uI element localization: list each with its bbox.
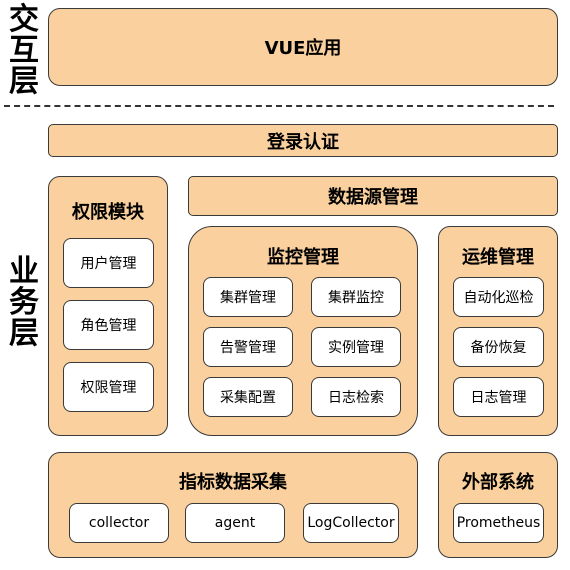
interaction-layer-char: 交	[9, 2, 39, 37]
log-management-box: 日志管理	[453, 377, 544, 417]
backup-restore-box: 备份恢复	[453, 327, 544, 367]
role-management-box: 角色管理	[63, 300, 154, 350]
collector-label: collector	[88, 515, 150, 531]
permission-management-box: 权限管理	[63, 362, 154, 412]
interaction-layer-label: 交 互 层	[6, 4, 42, 97]
monitoring-module-title: 监控管理	[267, 247, 339, 268]
monitoring-module: 监控管理 集群管理 集群监控 告警管理 实例管理 采集配置 日志检索	[188, 226, 418, 436]
instance-management-label: 实例管理	[328, 340, 384, 356]
external-system-title: 外部系统	[462, 472, 534, 493]
metrics-collection-title: 指标数据采集	[179, 472, 287, 493]
interaction-layer-char: 互	[9, 33, 39, 68]
business-layer-char: 层	[9, 316, 39, 351]
log-management-label: 日志管理	[470, 390, 527, 406]
user-management-label: 用户管理	[80, 256, 137, 272]
ops-module-title: 运维管理	[462, 247, 534, 268]
log-search-label: 日志检索	[328, 390, 384, 406]
prometheus-label: Prometheus	[456, 515, 541, 531]
prometheus-box: Prometheus	[453, 503, 544, 543]
collection-config-label: 采集配置	[220, 390, 276, 406]
cluster-management-box: 集群管理	[203, 277, 293, 317]
vue-app-label: VUE应用	[264, 38, 342, 59]
agent-box: agent	[185, 503, 285, 543]
interaction-layer-char: 层	[9, 64, 39, 99]
business-layer-char: 业	[9, 254, 39, 289]
cluster-management-label: 集群管理	[220, 290, 276, 306]
vue-app-box: VUE应用	[48, 8, 558, 86]
role-management-label: 角色管理	[80, 318, 137, 334]
collection-config-box: 采集配置	[203, 377, 293, 417]
user-management-box: 用户管理	[63, 238, 154, 288]
permission-module: 权限模块 用户管理 角色管理 权限管理	[48, 176, 168, 436]
cluster-monitoring-label: 集群监控	[328, 290, 384, 306]
instance-management-box: 实例管理	[311, 327, 401, 367]
datasource-management-label: 数据源管理	[328, 187, 418, 208]
permission-management-label: 权限管理	[80, 380, 137, 396]
auto-inspection-box: 自动化巡检	[453, 277, 544, 317]
log-search-box: 日志检索	[311, 377, 401, 417]
collector-box: collector	[69, 503, 169, 543]
datasource-management-box: 数据源管理	[188, 176, 558, 216]
alert-management-label: 告警管理	[220, 340, 276, 356]
metrics-collection-module: 指标数据采集 collector agent LogCollector	[48, 452, 418, 558]
alert-management-box: 告警管理	[203, 327, 293, 367]
login-auth-label: 登录认证	[267, 131, 339, 153]
agent-label: agent	[214, 515, 256, 531]
logcollector-label: LogCollector	[307, 515, 395, 531]
ops-module: 运维管理 自动化巡检 备份恢复 日志管理	[438, 226, 558, 436]
login-auth-box: 登录认证	[48, 124, 558, 157]
business-layer-char: 务	[9, 285, 39, 320]
permission-module-title: 权限模块	[72, 202, 144, 223]
business-layer-label: 业 务 层	[6, 256, 42, 349]
logcollector-box: LogCollector	[303, 503, 399, 543]
layer-divider	[4, 105, 554, 107]
backup-restore-label: 备份恢复	[470, 340, 527, 356]
auto-inspection-label: 自动化巡检	[463, 290, 534, 306]
external-system-module: 外部系统 Prometheus	[438, 452, 558, 558]
cluster-monitoring-box: 集群监控	[311, 277, 401, 317]
